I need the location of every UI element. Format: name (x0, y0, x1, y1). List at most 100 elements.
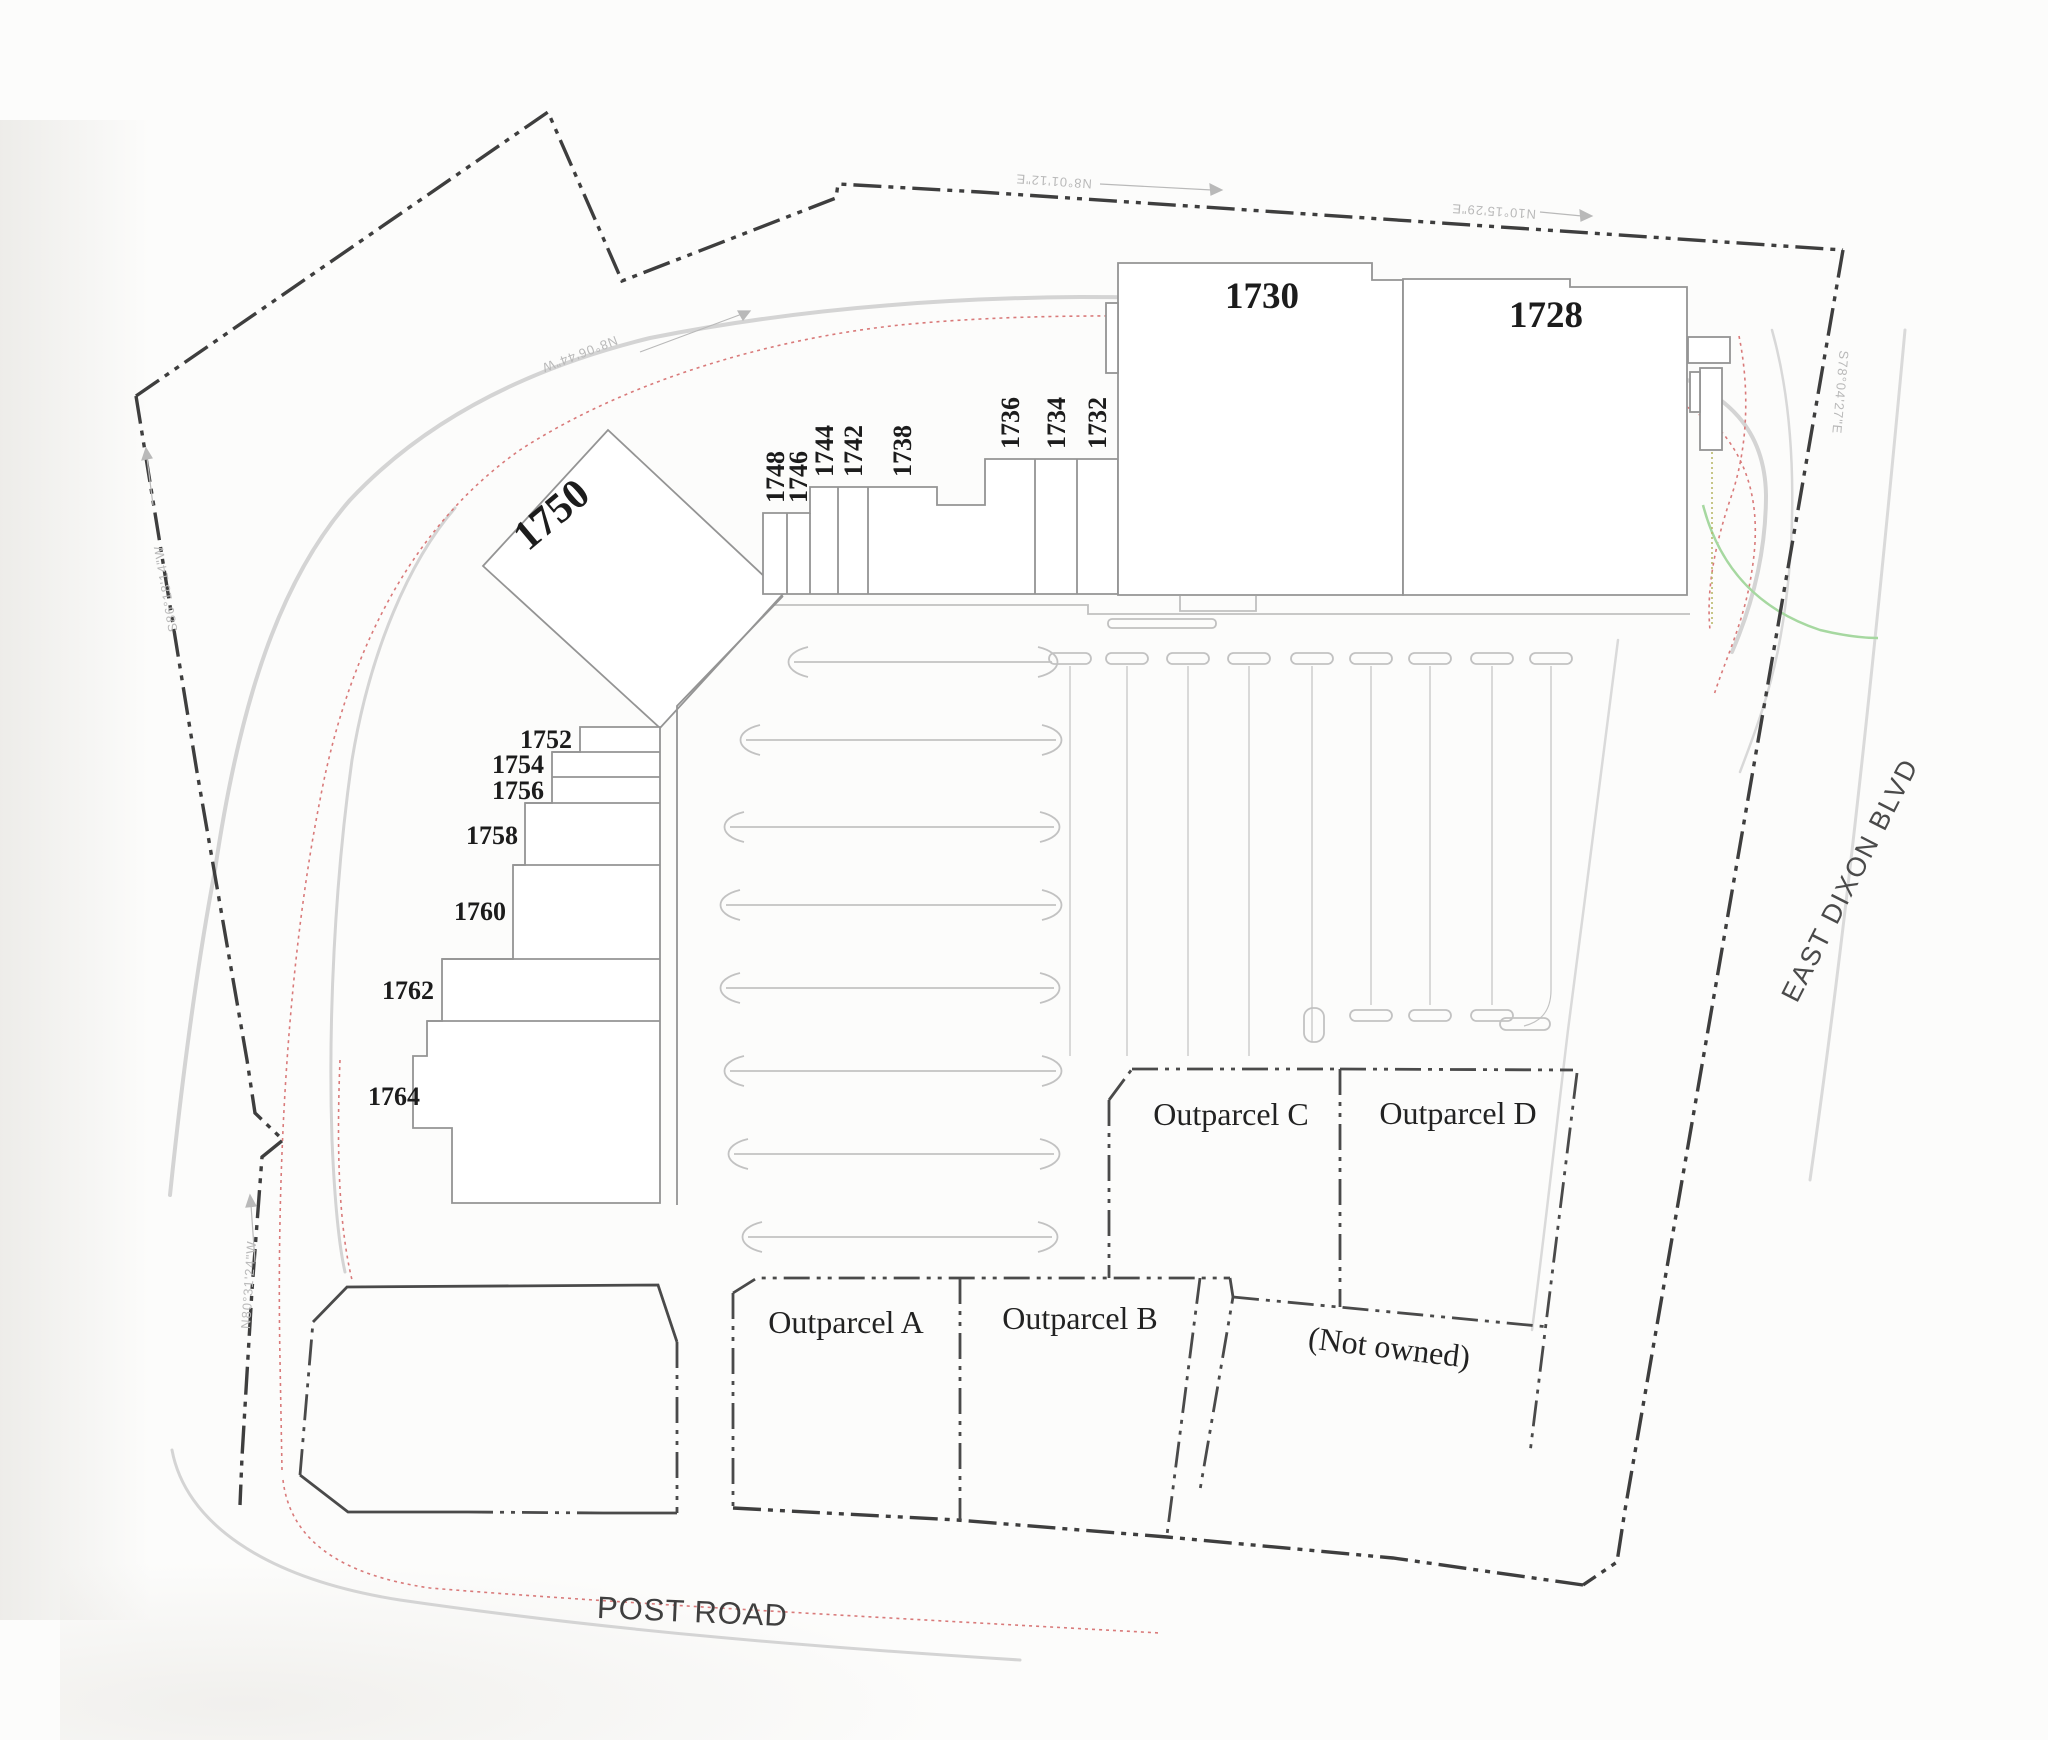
parking-row (723, 811, 1061, 843)
parking-row (727, 1138, 1061, 1170)
sidewalk-line (765, 604, 1690, 615)
parking-west-block (719, 646, 1063, 1253)
outparcel-b-label: Outparcel B (1002, 1300, 1158, 1336)
ring-setback (278, 315, 1757, 1471)
blp-top (311, 1283, 679, 1343)
unit-1732-label: 1732 (1083, 397, 1112, 449)
unit-1756-label: 1756 (492, 776, 544, 805)
green-utility-line (1701, 504, 1879, 640)
parking-cap (1408, 652, 1452, 665)
parking-row (719, 972, 1061, 1004)
parking-row (739, 724, 1063, 756)
road-edges (168, 294, 1907, 1662)
building-1750 (481, 428, 785, 730)
post-road-label: POST ROAD (596, 1590, 788, 1633)
parking-row (723, 1055, 1063, 1087)
blp-bottom-solid-left (299, 1473, 468, 1514)
bearing-top-right: N10°15'29"E (1451, 201, 1537, 222)
setback-lines (278, 315, 1757, 1634)
unit-1736-label: 1736 (996, 397, 1025, 449)
east-inner-curb (1530, 638, 1620, 1332)
parcel-d-right (1528, 1072, 1579, 1454)
unit-1752-label: 1752 (520, 725, 572, 754)
post-road-setback (282, 1479, 1161, 1634)
building-strip (762, 458, 1119, 595)
bearing-west-upper: S86°18'14"W (151, 544, 181, 633)
parcel-line-ab-top (732, 1276, 1230, 1295)
dock-structure (1687, 336, 1731, 364)
post-road-edge (170, 1448, 1022, 1662)
boundary-west (134, 395, 286, 1506)
outparcel-boundaries (731, 1067, 1579, 1536)
parking-cap (1290, 652, 1334, 665)
east-dixon-blvd-label: EAST DIXON BLVD (1776, 753, 1925, 1006)
unit-1744-label: 1744 (810, 425, 839, 477)
unit-1738-label: 1738 (888, 425, 917, 477)
parking-cap (1349, 1009, 1393, 1022)
east-curb-teardrop (1738, 328, 1794, 774)
parking-row (741, 1221, 1059, 1253)
dock-structure (1699, 367, 1723, 451)
bearing-east: S78°04'27"E (1829, 350, 1851, 435)
blp-bottom-dash (467, 1510, 604, 1515)
parking-line (1523, 666, 1552, 1027)
parking-cap (1499, 1017, 1551, 1031)
notowned-top (1232, 1295, 1550, 1329)
unit-1746-label: 1746 (784, 451, 813, 503)
arrow-line (639, 313, 743, 353)
parking-cap (1349, 652, 1393, 665)
parking-cap (1408, 1009, 1452, 1022)
arrow-line (1099, 183, 1213, 191)
parking-row (787, 646, 1059, 678)
drive-setback (337, 1059, 353, 1281)
buildings (412, 262, 1731, 1205)
boundary-east (1582, 249, 1845, 1587)
drive-line (676, 595, 784, 1205)
unit-1754-label: 1754 (492, 750, 544, 779)
arrow-head (1209, 182, 1224, 196)
property-boundary (134, 109, 1845, 1587)
internal-drive-edge (329, 506, 457, 1274)
parcel-d-top (1339, 1067, 1574, 1072)
unit-1734-label: 1734 (1042, 397, 1071, 449)
arrow-head (1579, 208, 1594, 222)
not-owned-label: (Not owned) (1306, 1319, 1472, 1375)
arrow-line (146, 457, 154, 506)
building-1728-label: 1728 (1509, 295, 1583, 336)
parking-cap (1227, 652, 1271, 665)
parking-cap (1470, 652, 1514, 665)
building-1730-label: 1730 (1225, 276, 1299, 317)
ring-road-edge (168, 294, 1769, 1197)
parking-cap (1303, 1007, 1325, 1043)
outparcel-c-label: Outparcel C (1153, 1096, 1309, 1132)
parking-row (719, 889, 1063, 921)
building-1730-bump (1105, 302, 1119, 374)
bearing-top-center: N8°01'12"E (1015, 171, 1092, 191)
unit-1762-label: 1762 (382, 976, 434, 1005)
sidewalks (765, 596, 1690, 629)
parking-cap (1470, 1009, 1514, 1022)
unit-1760-label: 1760 (454, 897, 506, 926)
bearing-west-lower: N80°31'24"W (238, 1240, 259, 1329)
blp-left (298, 1321, 315, 1476)
outparcel-a-label: Outparcel A (768, 1304, 924, 1340)
arrow-line (250, 1204, 256, 1263)
bearing-top-left: N8°06'44"W (540, 333, 620, 376)
arrow-head (736, 310, 752, 322)
bottom-left-parcel (298, 1283, 679, 1515)
bearing-arrows (141, 182, 1594, 1263)
arrow-head (245, 1193, 257, 1208)
west-strip-dividers (427, 751, 660, 1022)
parcel-c-left (1107, 1068, 1134, 1278)
boundary-north (135, 109, 1844, 398)
east-dixon-edge (1808, 328, 1907, 1182)
boundary-south (732, 1506, 1584, 1587)
outparcel-d-label: Outparcel D (1379, 1095, 1536, 1131)
building-1728 (1402, 278, 1688, 596)
arrow-head (141, 446, 153, 461)
unit-1748-label: 1748 (761, 451, 790, 503)
strip-dividers (786, 459, 1078, 594)
parcel-b-right (1165, 1277, 1202, 1536)
unit-1742-label: 1742 (839, 425, 868, 477)
